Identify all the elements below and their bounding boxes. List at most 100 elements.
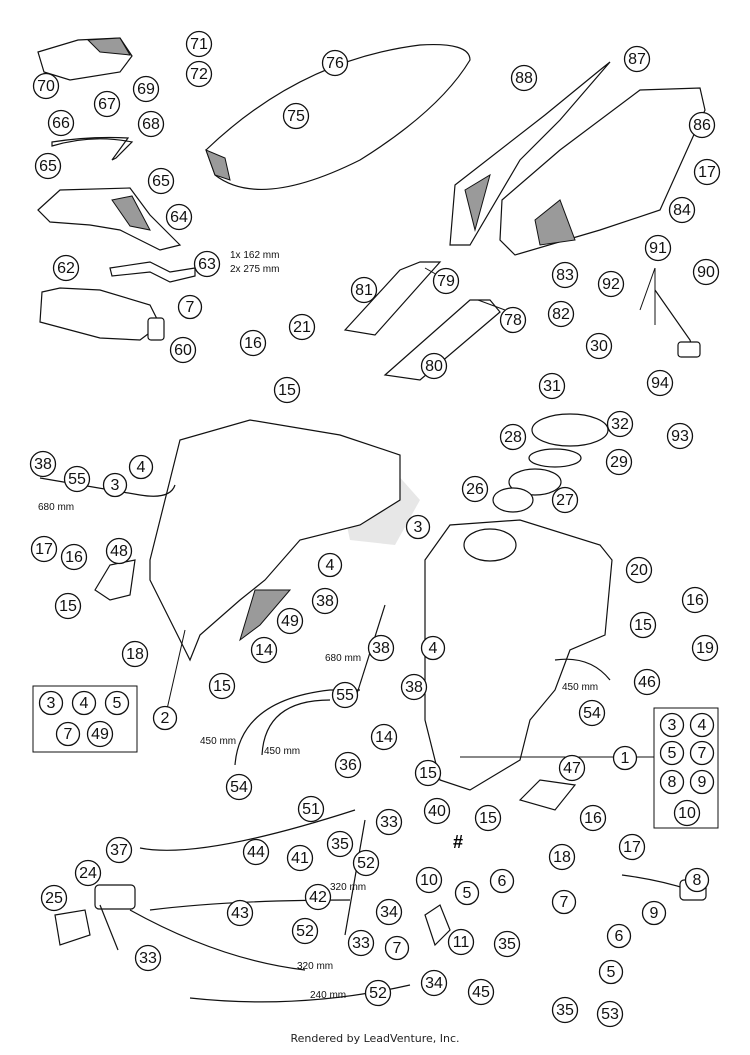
callout-circle — [551, 996, 579, 1024]
callout-number: 3 — [111, 477, 120, 494]
pump-bracket — [54, 909, 91, 946]
callout-number: 6 — [615, 928, 624, 945]
tank-mount-47 — [518, 779, 577, 811]
callout-circle — [60, 543, 88, 571]
callout-16: 16 — [239, 329, 267, 357]
callout-number: 65 — [152, 173, 170, 190]
callout-4: 4 — [317, 552, 343, 578]
callout-number: 25 — [45, 890, 63, 907]
callout-53: 53 — [596, 1000, 624, 1028]
callout-number: 8 — [668, 774, 677, 791]
fuel-tank-left — [149, 419, 401, 662]
callout-number: 5 — [607, 964, 616, 981]
callout-circle — [367, 634, 395, 662]
left-side-cover — [449, 61, 611, 246]
callout-circle — [641, 900, 667, 926]
callout-number: 38 — [372, 640, 390, 657]
callout-circle — [688, 111, 716, 139]
hose-length-450c: 450 mm — [562, 682, 598, 693]
callout-circle — [489, 868, 515, 894]
callout-30: 30 — [585, 332, 613, 360]
callout-circle — [29, 450, 57, 478]
callout-17: 17 — [30, 535, 58, 563]
seal-length-1: 1x 162 mm — [230, 250, 279, 261]
callout-circle — [644, 234, 672, 262]
callout-circle — [147, 167, 175, 195]
callout-number: 3 — [668, 717, 677, 734]
headlight-cover — [37, 37, 133, 81]
callout-number: 43 — [231, 905, 249, 922]
callout-number: 83 — [556, 267, 574, 284]
callout-number: 9 — [698, 774, 707, 791]
callout-number: 33 — [352, 935, 370, 952]
callout-54: 54 — [578, 699, 606, 727]
callout-6: 6 — [606, 923, 632, 949]
callout-number: 78 — [504, 312, 522, 329]
callout-63: 63 — [193, 250, 221, 278]
callout-circle — [226, 899, 254, 927]
callout-10: 10 — [673, 799, 701, 827]
callout-circle — [666, 422, 694, 450]
callout-15: 15 — [474, 804, 502, 832]
callout-8: 8 — [659, 769, 685, 795]
callout-circle — [454, 880, 480, 906]
callout-62: 62 — [52, 254, 80, 282]
callout-circle — [86, 720, 114, 748]
callout-70: 70 — [32, 72, 60, 100]
callout-number: 91 — [649, 240, 667, 257]
callout-5: 5 — [598, 959, 624, 985]
callout-circle — [538, 372, 566, 400]
callout-circle — [579, 804, 607, 832]
callout-circle — [659, 712, 685, 738]
callout-15: 15 — [54, 592, 82, 620]
callout-circle — [551, 486, 579, 514]
callout-7: 7 — [55, 721, 81, 747]
callout-number: 72 — [190, 66, 208, 83]
callout-circle — [384, 935, 410, 961]
callout-48: 48 — [105, 537, 133, 565]
callout-circle — [55, 721, 81, 747]
callout-circle — [447, 928, 475, 956]
callout-circle — [585, 332, 613, 360]
tank-mount-48 — [94, 559, 136, 601]
callout-16: 16 — [60, 543, 88, 571]
callout-circle — [375, 898, 403, 926]
callout-number: 3 — [47, 695, 56, 712]
callout-circle — [405, 514, 431, 540]
callout-number: 2 — [161, 710, 170, 727]
callout-circle — [276, 607, 304, 635]
callout-number: 27 — [556, 492, 574, 509]
callout-circle — [461, 475, 489, 503]
callout-circle — [331, 681, 359, 709]
seal-strip — [51, 136, 134, 161]
callout-number: 29 — [610, 454, 628, 471]
callout-circle — [606, 410, 634, 438]
callout-circle — [185, 60, 213, 88]
callout-number: 7 — [186, 299, 195, 316]
callout-number: 80 — [425, 358, 443, 375]
callout-number: 10 — [678, 805, 696, 822]
callout-number: 44 — [247, 844, 265, 861]
callout-69: 69 — [132, 75, 160, 103]
callout-circle — [32, 72, 60, 100]
callout-number: 48 — [110, 543, 128, 560]
callout-number: 21 — [293, 319, 311, 336]
callout-circle — [673, 799, 701, 827]
callout-33: 33 — [134, 944, 162, 972]
callout-number: 16 — [65, 549, 83, 566]
callout-number: 14 — [255, 642, 273, 659]
callout-circle — [291, 917, 319, 945]
headlight-mask — [37, 187, 182, 251]
callout-11: 11 — [447, 928, 475, 956]
callout-circle — [52, 254, 80, 282]
callout-5: 5 — [659, 740, 685, 766]
callout-49: 49 — [86, 720, 114, 748]
callout-circle — [598, 959, 624, 985]
callout-number: 35 — [556, 1002, 574, 1019]
callout-circle — [177, 294, 203, 320]
callout-number: 9 — [650, 905, 659, 922]
callout-8: 8 — [684, 867, 710, 893]
callout-number: 11 — [453, 934, 470, 951]
callout-circle — [689, 769, 715, 795]
